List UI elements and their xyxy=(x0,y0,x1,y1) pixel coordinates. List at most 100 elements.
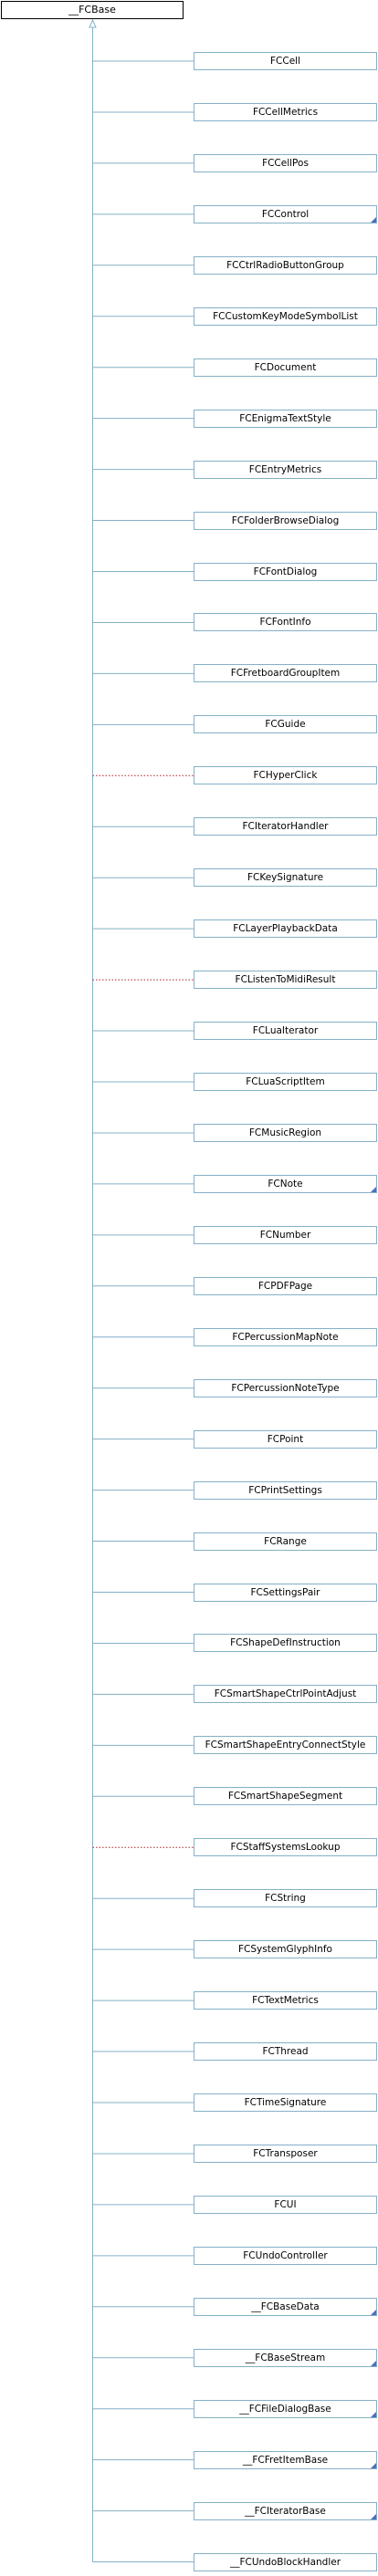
has-subclasses-marker-icon xyxy=(371,216,376,223)
class-node-label: FCCustomKeyModeSymbolList xyxy=(213,310,358,322)
class-node-label: FCFontInfo xyxy=(259,617,311,628)
class-node-label: FCUI xyxy=(274,2198,297,2210)
class-node-label: FCSystemGlyphInfo xyxy=(238,1944,332,1956)
class-node-fc-iterator-handler[interactable]: FCIteratorHandler xyxy=(194,817,377,836)
class-node-fc-shape-def-instruction[interactable]: FCShapeDefInstruction xyxy=(194,1634,377,1653)
class-node-fc-thread[interactable]: FCThread xyxy=(194,2042,377,2062)
class-node-fc-music-region[interactable]: FCMusicRegion xyxy=(194,1123,377,1142)
class-node-fc-percussion-map-note[interactable]: FCPercussionMapNote xyxy=(194,1327,377,1346)
class-node-fc-key-signature[interactable]: FCKeySignature xyxy=(194,868,377,888)
has-subclasses-marker-icon xyxy=(371,2411,376,2417)
class-node-label: __FCFretItemBase xyxy=(242,2454,329,2466)
class-node-fc-range[interactable]: FCRange xyxy=(194,1532,377,1551)
class-node-label: FCSmartShapeEntryConnectStyle xyxy=(205,1740,366,1751)
class-node-fc-smart-shape-segment[interactable]: FCSmartShapeSegment xyxy=(194,1787,377,1806)
class-node-label: FCSmartShapeCtrlPointAdjust xyxy=(214,1688,357,1700)
inheritance-arrowhead xyxy=(89,18,97,28)
class-node-label: FCSettingsPair xyxy=(250,1586,320,1598)
class-node-label: FCGuide xyxy=(265,719,306,731)
class-node-fc-hyper-click[interactable]: FCHyperClick xyxy=(194,766,377,785)
class-node-fc-undo-block-handler[interactable]: __FCUndoBlockHandler xyxy=(194,2552,377,2571)
class-node-label: FCSmartShapeSegment xyxy=(227,1791,343,1802)
class-node-fc-control[interactable]: FCControl xyxy=(194,204,377,223)
class-node-fc-cell[interactable]: FCCell xyxy=(194,52,377,70)
class-node-label: FCEnigmaTextStyle xyxy=(239,412,331,424)
class-node-label: FCFontDialog xyxy=(253,566,318,577)
class-node-fc-percussion-note-type[interactable]: FCPercussionNoteType xyxy=(194,1378,377,1397)
class-node-fc-note[interactable]: FCNote xyxy=(194,1174,377,1193)
class-node-fc-file-dialog-base[interactable]: __FCFileDialogBase xyxy=(194,2399,377,2418)
class-node-label: FCCellMetrics xyxy=(252,106,319,118)
class-node-fc-base-data[interactable]: __FCBaseData xyxy=(194,2297,377,2316)
class-node-fc-layer-playback-data[interactable]: FCLayerPlaybackData xyxy=(194,919,377,939)
class-node-fc-font-info[interactable]: FCFontInfo xyxy=(194,613,377,632)
class-node-fc-entry-metrics[interactable]: FCEntryMetrics xyxy=(194,460,377,479)
class-node-fc-transposer[interactable]: FCTransposer xyxy=(194,2144,377,2163)
class-node-label: __FCFileDialogBase xyxy=(239,2403,331,2415)
class-node-fc-system-glyph-info[interactable]: FCSystemGlyphInfo xyxy=(194,1940,377,1959)
class-node-label: FCString xyxy=(265,1893,306,1905)
class-node-fc-lua-iterator[interactable]: FCLuaIterator xyxy=(194,1022,377,1041)
class-node-label: FCTextMetrics xyxy=(252,1995,319,2007)
class-node-label: FCThread xyxy=(262,2046,309,2058)
class-node-label: FCCtrlRadioButtonGroup xyxy=(226,259,344,271)
has-subclasses-marker-icon xyxy=(371,2309,376,2315)
class-node-label: FCListenToMidiResult xyxy=(235,974,336,986)
has-subclasses-marker-icon xyxy=(371,2360,376,2366)
class-node-label: __FCUndoBlockHandler xyxy=(229,2556,341,2568)
class-node-label: FCFolderBrowseDialog xyxy=(231,514,340,526)
class-node-label: __FCBaseData xyxy=(251,2301,320,2312)
class-node-fc-fret-item-base[interactable]: __FCFretItemBase xyxy=(194,2450,377,2469)
class-node-fc-iterator-base[interactable]: __FCIteratorBase xyxy=(194,2501,377,2520)
class-node-label: FCNote xyxy=(268,1178,303,1189)
class-node-label: __FCBaseStream xyxy=(245,2352,326,2363)
class-node-fc-enigma-text-style[interactable]: FCEnigmaTextStyle xyxy=(194,409,377,428)
class-node-label: FCIteratorHandler xyxy=(242,821,329,833)
class-node-label: FCFretboardGroupItem xyxy=(230,668,341,680)
class-node-label: FCCell xyxy=(270,56,300,67)
class-node-label: FCCellPos xyxy=(262,157,309,169)
class-node-label: FCTransposer xyxy=(253,2147,318,2159)
has-subclasses-marker-icon xyxy=(371,2513,376,2519)
class-node-label: FCPercussionNoteType xyxy=(231,1382,340,1394)
class-node-fc-undo-controller[interactable]: FCUndoController xyxy=(194,2246,377,2265)
class-node-fc-point[interactable]: FCPoint xyxy=(194,1429,377,1449)
class-node-label: FCLuaIterator xyxy=(252,1025,319,1037)
class-node-label: FCRange xyxy=(264,1535,307,1547)
class-node-label: FCPrintSettings xyxy=(248,1484,322,1496)
class-node-fcpdf-page[interactable]: FCPDFPage xyxy=(194,1276,377,1295)
class-node-label: FCMusicRegion xyxy=(248,1127,322,1138)
class-node-fc-settings-pair[interactable]: FCSettingsPair xyxy=(194,1583,377,1602)
class-node-fc-ctrl-radio-button-group[interactable]: FCCtrlRadioButtonGroup xyxy=(194,255,377,275)
class-node-fc-lua-script-item[interactable]: FCLuaScriptItem xyxy=(194,1073,377,1091)
class-node-label: FCLayerPlaybackData xyxy=(233,923,338,935)
class-node-label: FCKeySignature xyxy=(247,872,324,884)
class-node-label: FCDocument xyxy=(254,361,317,373)
class-node-fc-cell-metrics[interactable]: FCCellMetrics xyxy=(194,102,377,121)
class-node-fc-guide[interactable]: FCGuide xyxy=(194,715,377,734)
class-node-fc-smart-shape-ctrl-point-adjust[interactable]: FCSmartShapeCtrlPointAdjust xyxy=(194,1685,377,1704)
class-node-fc-fretboard-group-item[interactable]: FCFretboardGroupItem xyxy=(194,664,377,683)
class-node-fc-custom-key-mode-symbol-list[interactable]: FCCustomKeyModeSymbolList xyxy=(194,306,377,326)
class-node-fc-time-signature[interactable]: FCTimeSignature xyxy=(194,2093,377,2112)
class-node-fc-font-dialog[interactable]: FCFontDialog xyxy=(194,562,377,581)
class-node-fc-print-settings[interactable]: FCPrintSettings xyxy=(194,1480,377,1500)
class-node-label: __FCIteratorBase xyxy=(245,2505,326,2517)
class-node-label: FCPoint xyxy=(267,1433,304,1445)
class-node-fc-staff-systems-lookup[interactable]: FCStaffSystemsLookup xyxy=(194,1838,377,1857)
class-node-fc-cell-pos[interactable]: FCCellPos xyxy=(194,153,377,172)
class-node-fcui[interactable]: FCUI xyxy=(194,2195,377,2214)
class-node-fc-smart-shape-entry-connect-style[interactable]: FCSmartShapeEntryConnectStyle xyxy=(194,1736,377,1755)
class-node-fc-number[interactable]: FCNumber xyxy=(194,1225,377,1244)
class-node-label: FCEntryMetrics xyxy=(248,463,322,475)
class-node-fc-string[interactable]: FCString xyxy=(194,1889,377,1908)
class-node-label: FCPDFPage xyxy=(257,1280,313,1292)
class-node-fc-folder-browse-dialog[interactable]: FCFolderBrowseDialog xyxy=(194,511,377,530)
class-node-fc-base-stream[interactable]: __FCBaseStream xyxy=(194,2348,377,2367)
class-node-fc-listen-to-midi-result[interactable]: FCListenToMidiResult xyxy=(194,971,377,990)
class-node-fc-text-metrics[interactable]: FCTextMetrics xyxy=(194,1991,377,2010)
class-node-fc-document[interactable]: FCDocument xyxy=(194,358,377,377)
root-node-fcbase[interactable]: __FCBase xyxy=(1,1,184,19)
